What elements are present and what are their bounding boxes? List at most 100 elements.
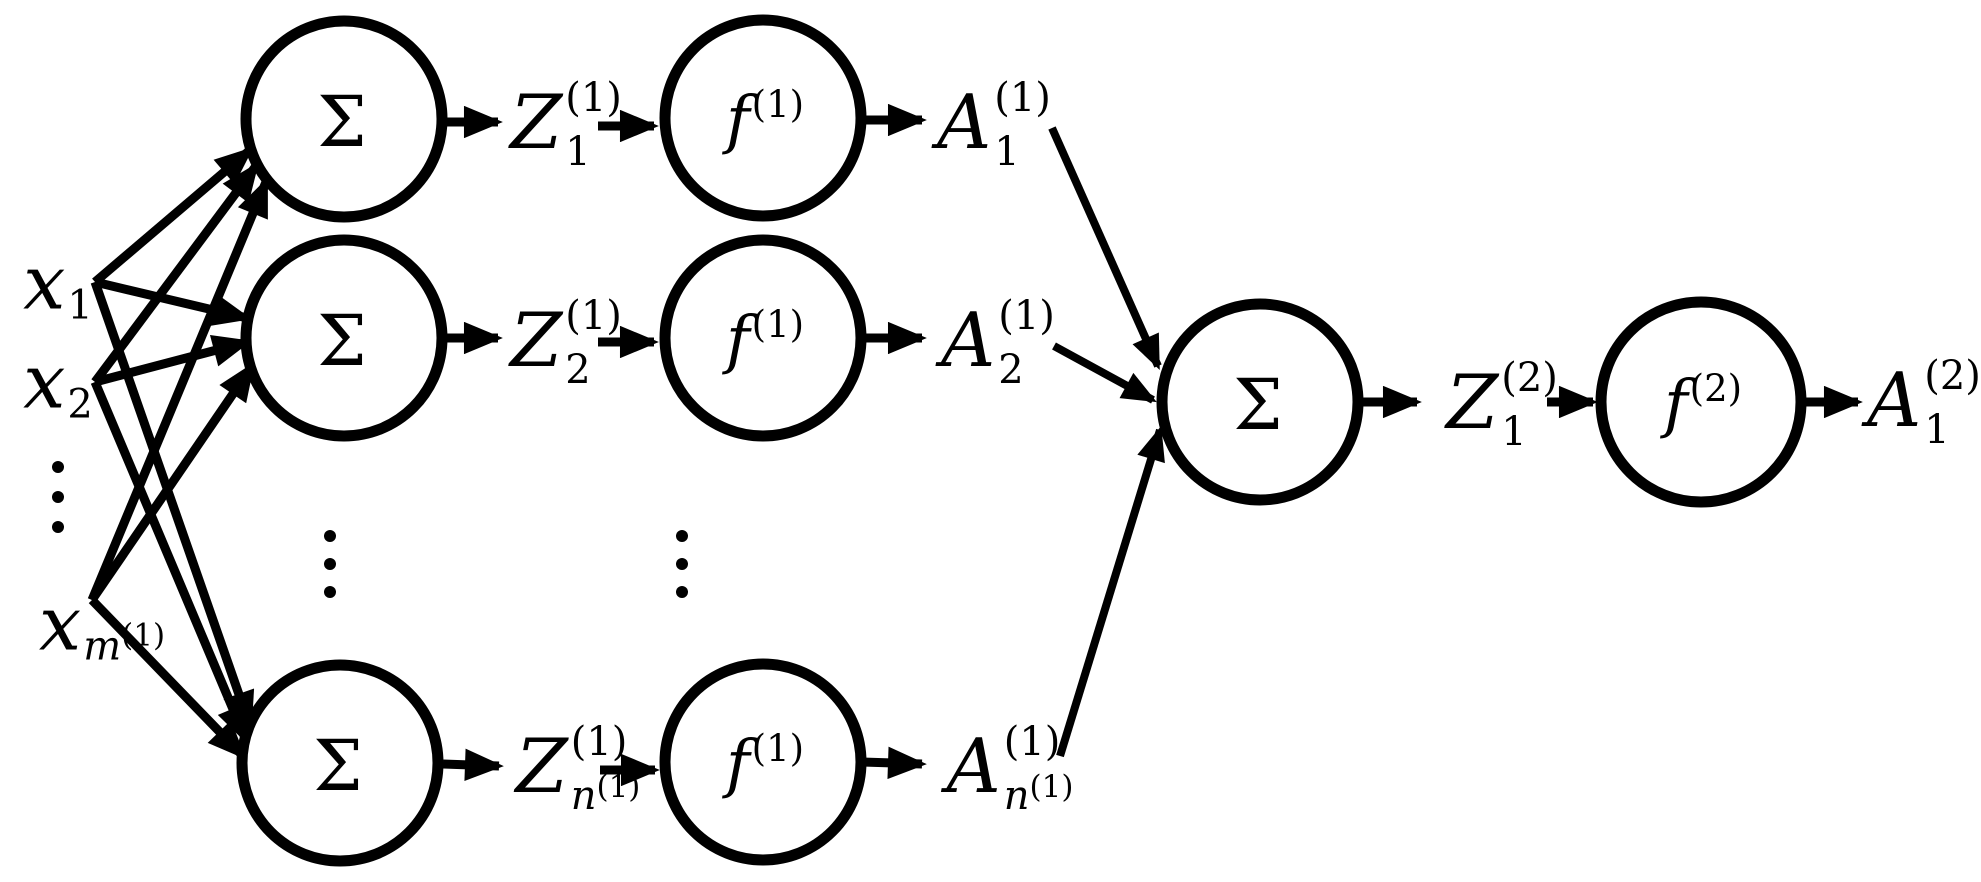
edge-x1-sum3: [90, 280, 255, 731]
sum-symbol-2: Σ: [317, 300, 367, 382]
sum-symbol-3: Σ: [313, 725, 363, 807]
activation-node-1: [659, 14, 867, 222]
x2-base: x: [23, 337, 66, 426]
edge-xm-sum2: [88, 361, 256, 603]
a1-sup: (1): [994, 75, 1051, 121]
z1-base: Z: [510, 77, 563, 166]
xm-sub: m(1): [83, 620, 165, 669]
a2-scripts: (1)2: [998, 296, 1055, 390]
f3-base: f: [725, 727, 750, 801]
activation-node-3: [659, 658, 867, 866]
a2-sub: 2: [998, 347, 1024, 393]
ellipsis-inputs: [52, 461, 64, 533]
sum-node-3: [236, 659, 444, 867]
an-sup: (1): [1003, 719, 1061, 765]
sum-symbol-output: Σ: [1233, 364, 1283, 446]
label-a1: A(1)1: [937, 75, 1051, 172]
aout-scripts: (2)1: [1924, 356, 1981, 450]
a2-sup: (1): [998, 293, 1055, 339]
z2-scripts: (1)2: [565, 296, 622, 390]
z2-sub: 2: [565, 347, 591, 393]
edge-a1-sum4: [1048, 126, 1162, 370]
ellipsis-activation-column: [676, 530, 688, 598]
f2-sup: (1): [751, 302, 805, 346]
an-base: A: [946, 721, 1001, 810]
zout-base: Z: [1446, 357, 1499, 446]
f4-base: f: [1663, 367, 1688, 441]
edge-a2-sum4: [1052, 342, 1157, 404]
activation-node-output: [1595, 296, 1807, 508]
x2-sub: 2: [67, 381, 93, 427]
f2-base: f: [725, 303, 750, 377]
zn-sub: n(1): [570, 772, 641, 819]
f4-sup: (2): [1689, 366, 1743, 410]
label-zn: Z(1)n(1): [515, 719, 641, 816]
f1-base: f: [725, 83, 750, 157]
zn-scripts: (1)n(1): [571, 722, 641, 816]
f3-sup: (1): [751, 726, 805, 770]
aout-sub: 1: [1924, 407, 1950, 453]
an-sub-letter: n: [1003, 773, 1030, 819]
aout-base: A: [1867, 355, 1922, 444]
zout-sub: 1: [1501, 409, 1527, 455]
xm-sub-letter: m: [83, 623, 122, 669]
sum-node-1: [240, 15, 448, 223]
a1-sub: 1: [994, 129, 1020, 175]
an-scripts: (1)n(1): [1004, 722, 1074, 816]
edge-xm-sum1: [87, 177, 271, 602]
xm-sub-sup: (1): [121, 617, 166, 653]
aout-sup: (2): [1924, 353, 1981, 399]
zout-scripts: (2)1: [1501, 358, 1558, 452]
zn-sup: (1): [570, 719, 628, 765]
ellipsis-sum-column: [324, 530, 336, 598]
x1-sub: 1: [67, 282, 93, 328]
sum-node-2: [240, 234, 448, 442]
edge-x2-sum1: [91, 162, 260, 385]
activation-edges: [1048, 126, 1165, 758]
z1-sub: 1: [565, 129, 591, 175]
sum-node-output: [1156, 298, 1364, 506]
a1-scripts: (1)1: [994, 78, 1051, 172]
activation-symbol-output: f(2): [1663, 366, 1743, 441]
zn-sub-letter: n: [570, 773, 597, 819]
neuron-circles: [236, 14, 1807, 867]
x1-base: x: [23, 238, 66, 327]
zout-sup: (2): [1501, 355, 1558, 401]
edge-xm-sum3: [88, 596, 247, 760]
an-sub: n(1): [1003, 772, 1074, 819]
label-z1: Z(1)1: [510, 75, 622, 172]
a1-base: A: [937, 77, 992, 166]
label-z2: Z(1)2: [510, 293, 622, 390]
a2-base: A: [941, 295, 996, 384]
activation-node-2: [659, 234, 867, 442]
activation-symbol-1: f(1): [725, 82, 805, 157]
activation-symbol-3: f(1): [725, 726, 805, 801]
edge-x2-sum2: [93, 334, 252, 387]
zn-base: Z: [515, 721, 568, 810]
label-a2: A(1)2: [941, 293, 1055, 390]
arrow-f3-an: [861, 746, 927, 780]
edge-x1-sum1: [92, 146, 254, 286]
label-z-out: Z(2)1: [1446, 355, 1558, 452]
arrow-sum3-zn: [442, 748, 504, 781]
z1-sup: (1): [565, 75, 622, 121]
xm-base: x: [38, 579, 82, 668]
z2-base: Z: [510, 295, 563, 384]
z1-scripts: (1)1: [565, 78, 622, 172]
edge-x1-sum2: [93, 277, 252, 326]
edge-an-sum4: [1056, 425, 1165, 758]
vertical-ellipsis-groups: [52, 461, 688, 598]
zn-sub-sup: (1): [596, 769, 641, 805]
input-fan-edges: [87, 146, 271, 760]
label-an: A(1)n(1): [946, 719, 1074, 816]
f1-sup: (1): [751, 82, 805, 126]
activation-symbol-2: f(1): [725, 302, 805, 377]
z2-sup: (1): [565, 293, 622, 339]
an-sub-sup: (1): [1029, 769, 1074, 805]
edge-x2-sum3: [90, 380, 251, 745]
